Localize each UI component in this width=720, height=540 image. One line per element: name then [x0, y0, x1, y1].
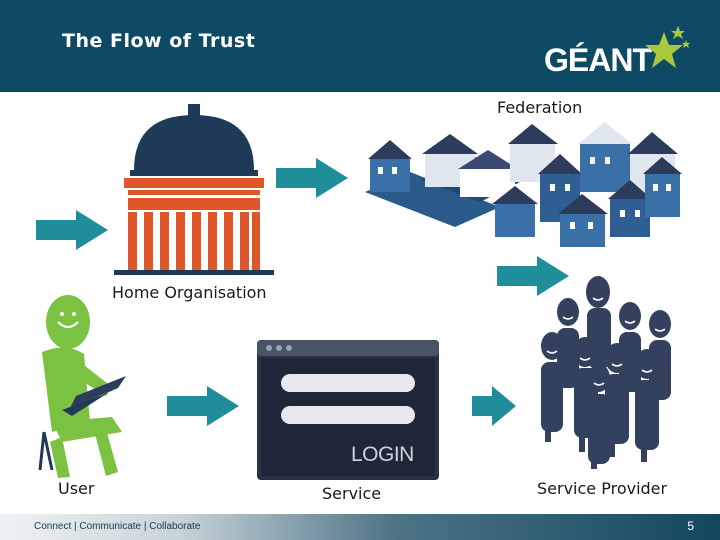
user-with-laptop-icon [38, 295, 126, 478]
username-field [281, 374, 415, 392]
slide-title: The Flow of Trust [62, 30, 256, 52]
arrow-to-service-provider [497, 256, 569, 296]
password-field [281, 406, 415, 424]
star-icon [645, 26, 690, 68]
geant-logo: GÉANT [540, 20, 700, 82]
page-number: 5 [687, 519, 694, 533]
arrow-service-to-provider [472, 386, 516, 426]
home-organisation-building-icon [114, 104, 274, 275]
service-label: Service [322, 484, 382, 503]
federation-label: Federation [497, 98, 583, 117]
home-organisation-label: Home Organisation [112, 283, 267, 302]
login-button: LOGIN [351, 443, 414, 466]
header-bar: The Flow of Trust GÉANT [0, 0, 720, 92]
arrow-to-federation [276, 158, 348, 198]
federation-houses-icon [365, 122, 682, 247]
arrow-to-service [167, 386, 239, 426]
service-provider-label: Service Provider [537, 479, 668, 498]
user-label: User [58, 479, 95, 498]
footer-tagline: Connect | Communicate | Collaborate [34, 521, 201, 532]
arrow-to-home-org [36, 210, 108, 250]
footer-bar: Connect | Communicate | Collaborate 5 [0, 514, 720, 540]
login-window [257, 340, 439, 480]
logo-text: GÉANT [544, 42, 652, 78]
service-provider-people-icon [541, 276, 671, 469]
